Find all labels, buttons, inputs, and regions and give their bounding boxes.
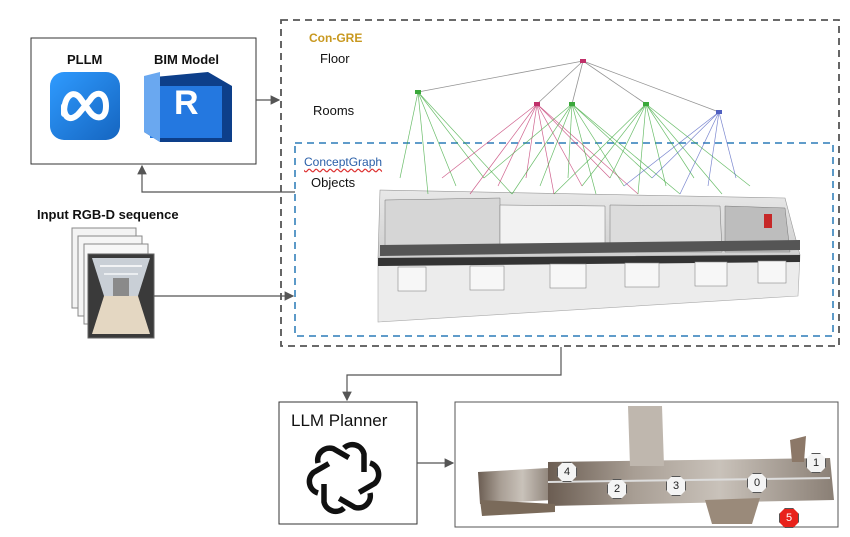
building-3d-model [377,189,801,323]
openai-logo-icon [306,441,382,515]
objects-label: Objects [311,175,356,190]
waypoint-marker: 1 [806,453,826,473]
waypoint-marker: 3 [666,476,686,496]
concept-graph-label: ConceptGraph [304,155,383,169]
waypoint-marker: 2 [607,479,627,499]
revit-logo-letter: R [174,84,199,122]
goal-waypoint: 5 [779,508,799,528]
con-gre-box [280,19,840,347]
bim-model-label: BIM Model [154,52,219,67]
floor-label: Floor [320,51,350,66]
llm-planner-label: LLM Planner [291,411,388,430]
concept-graph-box [294,142,834,337]
con-gre-label: Con-GRE [309,31,363,45]
waypoint-marker: 4 [557,462,577,482]
scene-graph-edges [399,59,751,195]
pllm-label: PLLM [67,52,103,67]
revit-logo-icon [144,72,232,142]
rgbd-sequence-stack [71,227,155,339]
rooms-label: Rooms [313,103,355,118]
waypoint-marker: 0 [747,473,767,493]
meta-logo-icon [50,72,120,140]
input-rgbd-label: Input RGB-D sequence [37,207,179,222]
flow-arrows [137,95,562,468]
